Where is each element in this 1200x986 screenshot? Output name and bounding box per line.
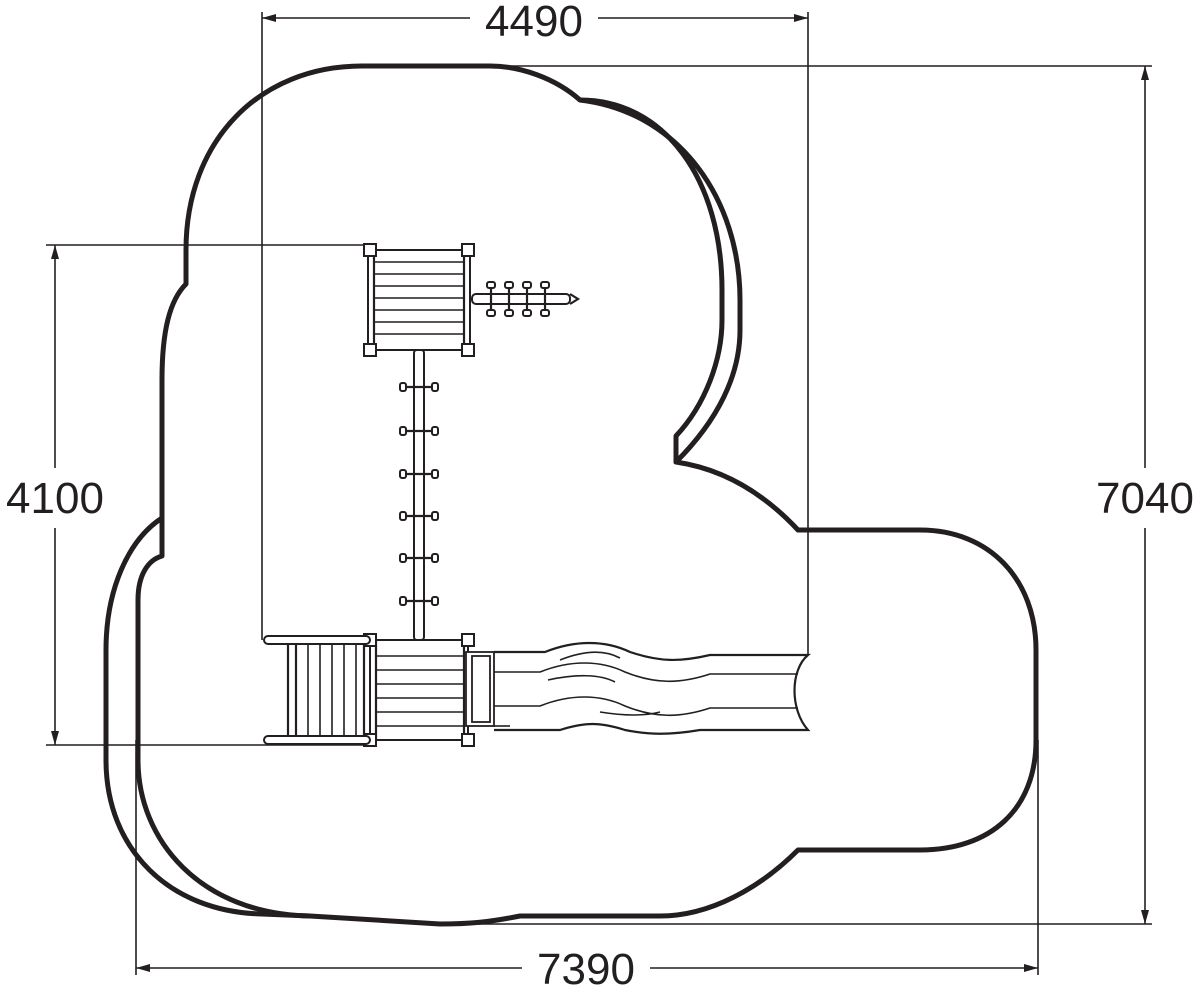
beam-peg	[399, 382, 439, 392]
side-step-ladder	[471, 281, 581, 317]
wave-slide	[465, 641, 812, 735]
ladder-step	[540, 281, 550, 317]
beam-peg	[399, 553, 439, 563]
beam-peg	[399, 469, 439, 479]
dimension-top-width: 4490	[485, 0, 583, 46]
dimension-bottom-width: 7390	[537, 945, 635, 986]
dimension-left-height: 4100	[6, 474, 104, 523]
safety-zone-outline	[103, 63, 1039, 927]
climbing-beam	[399, 349, 439, 641]
dimension-right-height: 7040	[1096, 474, 1194, 523]
lower-platform	[363, 633, 475, 747]
beam-peg	[399, 596, 439, 606]
ladder-step	[486, 281, 496, 317]
beam-peg	[399, 511, 439, 521]
ladder-step	[522, 281, 532, 317]
dimension-lines	[46, 12, 1152, 975]
safety-zone-left-bulge	[103, 515, 313, 919]
ladder-step	[504, 281, 514, 317]
safety-zone-slide-rim	[577, 97, 743, 465]
safety-zone-main	[135, 63, 1039, 927]
upper-platform	[363, 243, 475, 357]
entry-stairs	[263, 635, 371, 745]
beam-peg	[399, 426, 439, 436]
